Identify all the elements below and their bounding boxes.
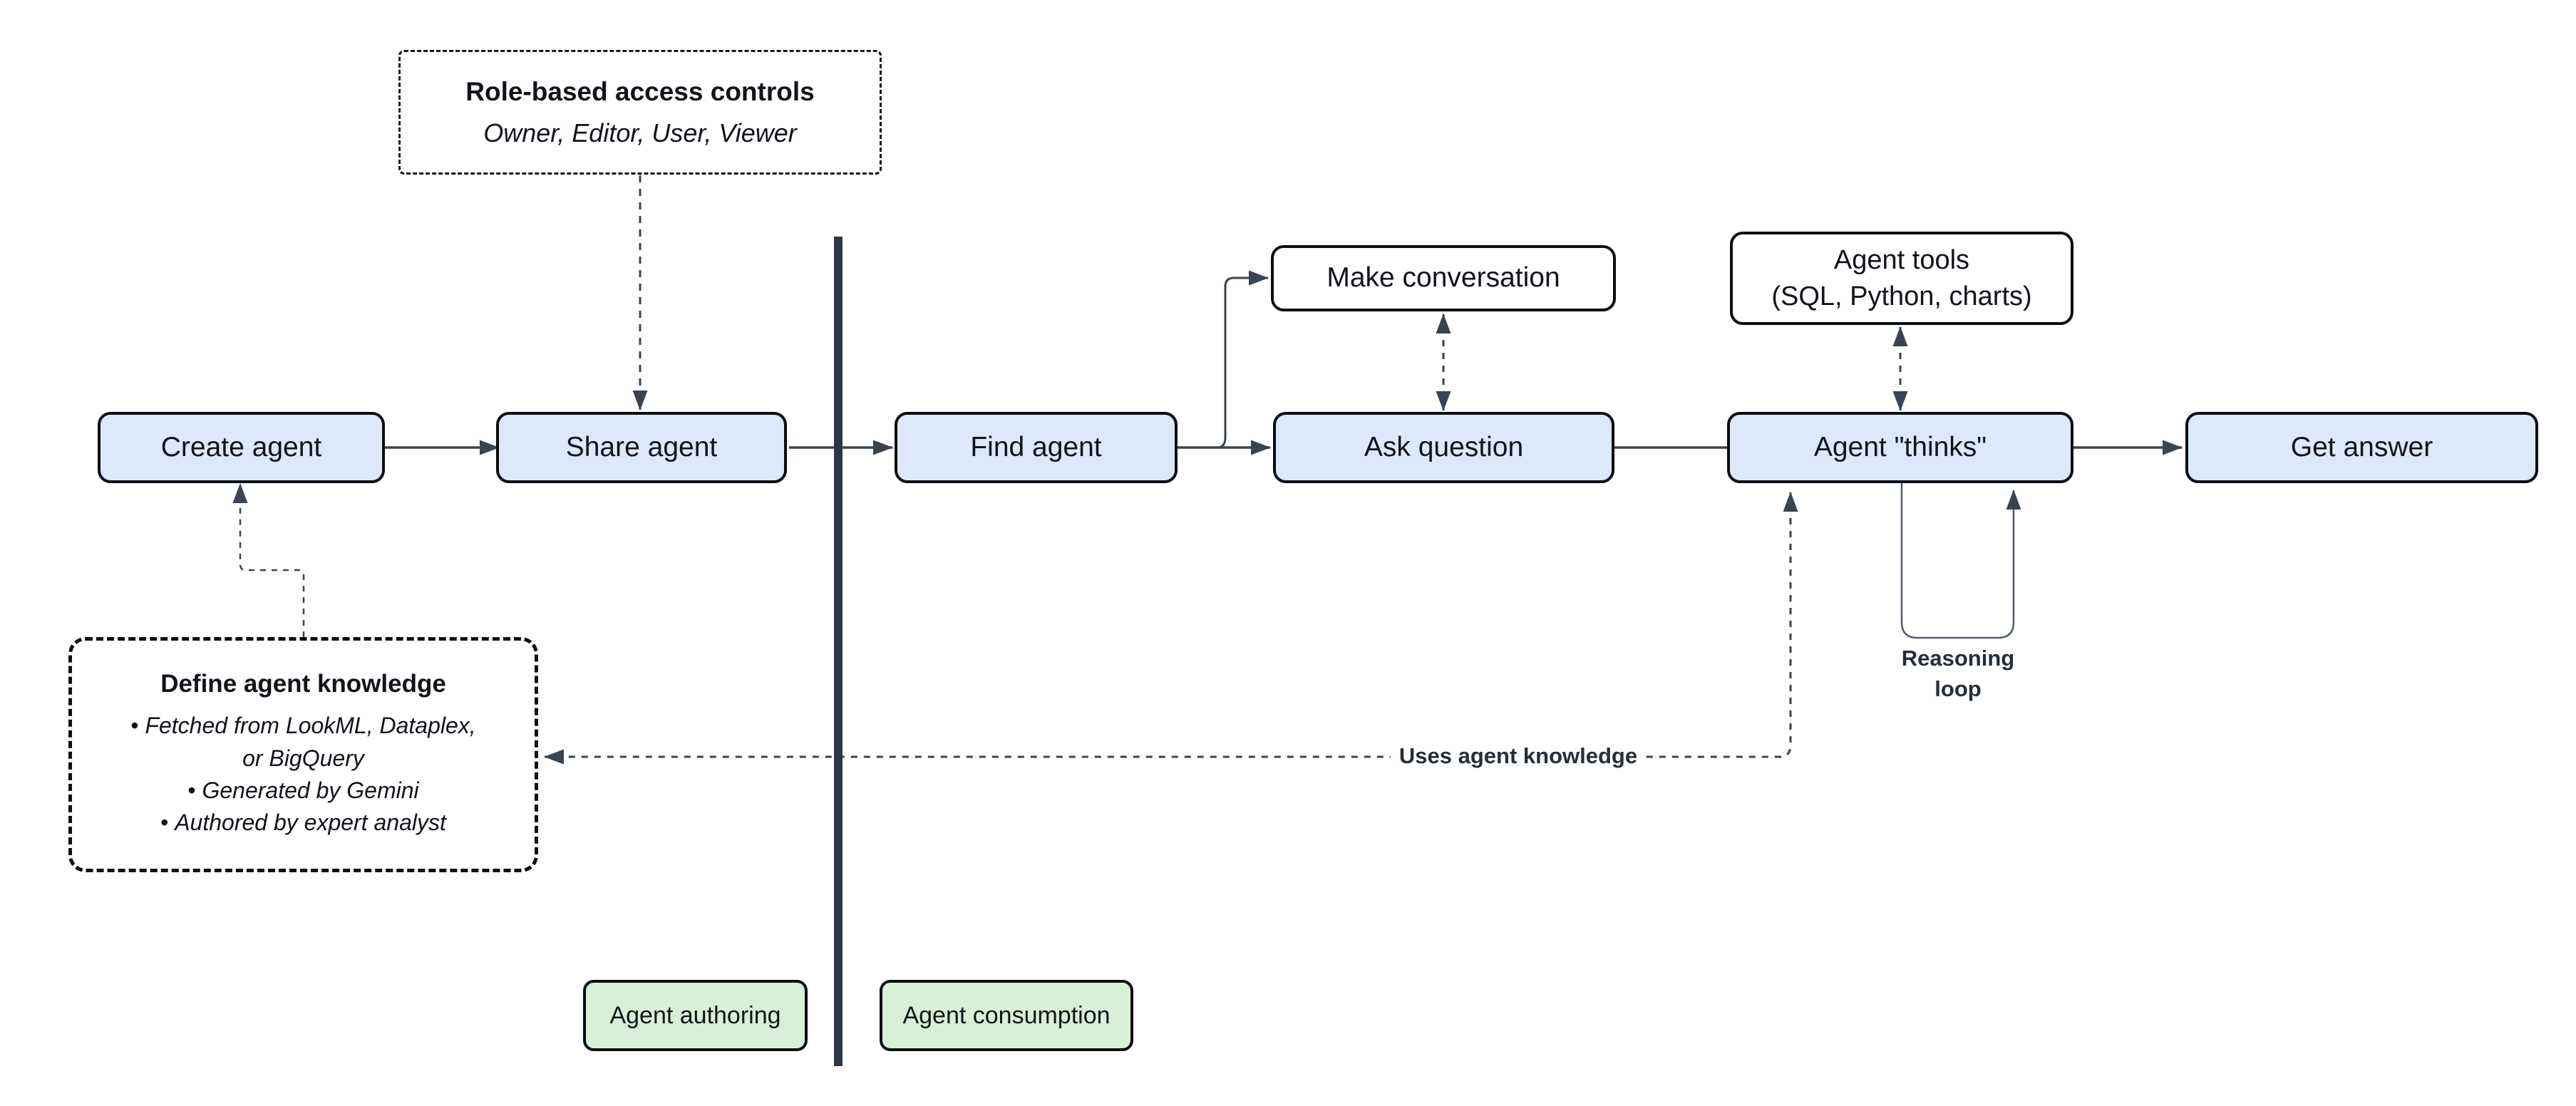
note-role-based-access-title: Role-based access controls [465,76,815,106]
node-ask-question-label: Ask question [1364,431,1524,462]
zone-label-agent-consumption-text: Agent consumption [902,1001,1111,1029]
note-define-agent-knowledge: Define agent knowledge Fetched from Look… [68,637,538,872]
edge-knowledge-to-create [232,483,305,637]
edge-label-reasoning-line1: Reasoning [1901,646,2015,671]
zone-label-agent-consumption: Agent consumption [880,980,1133,1051]
edge-find-to-make-conversation [1218,270,1269,449]
node-agent-tools-line2: (SQL, Python, charts) [1771,281,2032,311]
node-agent-thinks: Agent "thinks" [1727,412,2073,483]
node-create-agent: Create agent [98,412,385,483]
edge-label-uses-agent-knowledge: Uses agent knowledge [1390,740,1647,772]
node-find-agent: Find agent [895,412,1178,483]
knowledge-bullet-2: Generated by Gemini [187,775,418,807]
node-make-conversation: Make conversation [1271,245,1616,311]
node-share-agent: Share agent [496,412,787,483]
edge-label-reasoning-loop: Reasoning loop [1902,643,2014,705]
edge-label-reasoning-line2: loop [1934,676,1982,702]
node-agent-tools-line1: Agent tools [1833,245,1970,276]
node-find-agent-label: Find agent [970,431,1102,462]
node-make-conversation-label: Make conversation [1326,262,1560,294]
edge-reasoning-loop [1900,483,2021,639]
note-define-knowledge-title: Define agent knowledge [160,670,446,698]
zone-label-agent-authoring-text: Agent authoring [609,1001,781,1029]
knowledge-bullet-3: Authored by expert analyst [160,807,446,839]
node-create-agent-label: Create agent [160,431,322,462]
zone-divider [834,237,843,1066]
node-get-answer-label: Get answer [2290,431,2433,462]
node-agent-tools: Agent tools (SQL, Python, charts) [1730,232,2073,325]
node-agent-thinks-label: Agent "thinks" [1813,431,1987,462]
node-share-agent-label: Share agent [565,431,718,462]
node-ask-question: Ask question [1273,412,1614,483]
node-get-answer: Get answer [2185,412,2538,483]
zone-label-agent-authoring: Agent authoring [583,980,808,1051]
knowledge-bullet-1: Fetched from LookML, Dataplex, or BigQue… [118,710,489,775]
note-role-based-access-subtitle: Owner, Editor, User, Viewer [483,118,797,148]
edge-uses-agent-knowledge [544,492,1798,765]
note-role-based-access: Role-based access controls Owner, Editor… [398,50,882,175]
